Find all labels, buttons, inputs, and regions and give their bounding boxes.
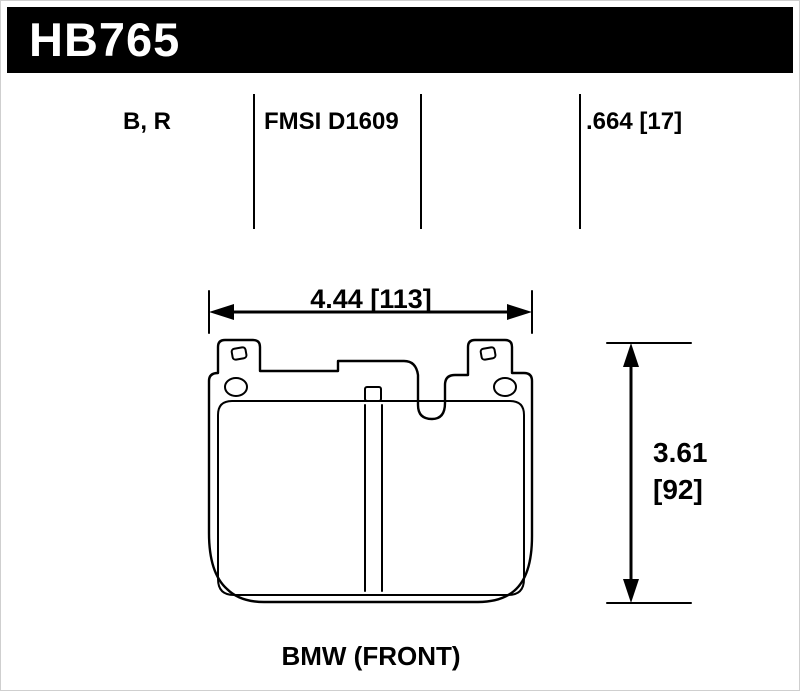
spec-thickness: .664 [17] bbox=[586, 108, 683, 135]
pad-right-round-hole bbox=[493, 377, 517, 397]
spec-separator-3 bbox=[579, 94, 581, 229]
height-dimension-metric: [92] bbox=[653, 474, 703, 505]
pad-inner-outline bbox=[217, 400, 525, 596]
height-dimension-value: 3.61 bbox=[653, 437, 708, 468]
height-arrow-bottom bbox=[623, 579, 639, 603]
pad-left-tab-hole bbox=[230, 346, 248, 361]
pad-left-round-hole bbox=[224, 377, 248, 397]
width-arrow-left bbox=[209, 304, 234, 320]
part-number: HB765 bbox=[29, 13, 181, 66]
pad-right-tab-hole bbox=[479, 346, 497, 361]
header-bar: HB765 bbox=[7, 7, 793, 73]
application-label: BMW (FRONT) bbox=[281, 641, 461, 671]
pad-outer-outline bbox=[207, 338, 534, 604]
spec-separator-1 bbox=[253, 94, 255, 229]
height-arrow-top bbox=[623, 343, 639, 367]
spec-separator-2 bbox=[420, 94, 422, 229]
pad-center-hole bbox=[364, 386, 382, 402]
height-dimension-label: 3.61 [92] bbox=[653, 434, 708, 508]
width-arrow-right bbox=[507, 304, 532, 320]
spec-fmsi: FMSI D1609 bbox=[264, 108, 399, 135]
width-dimension-label: 4.44 [113] bbox=[310, 284, 432, 314]
spec-compounds: B, R bbox=[123, 108, 171, 135]
